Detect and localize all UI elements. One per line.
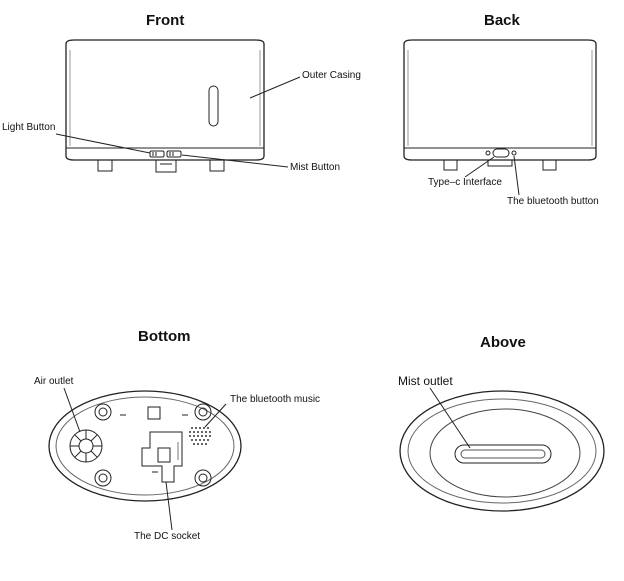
typec-interface-label: Type–c Interface <box>428 177 502 188</box>
air-outlet-vent <box>70 430 102 462</box>
mist-outlet-slot <box>455 445 551 463</box>
front-view-drawing <box>56 40 300 172</box>
front-right-foot <box>210 160 224 171</box>
dc-socket-recess <box>142 432 182 482</box>
bottom-view-drawing <box>49 388 241 530</box>
light-button-label: Light Button <box>2 122 56 133</box>
typec-port <box>493 149 509 157</box>
bluetooth-button-label: The bluetooth button <box>507 196 599 207</box>
mist-outlet-label: Mist outlet <box>398 374 453 388</box>
dc-socket-label: The DC socket <box>134 531 201 542</box>
center-square <box>148 407 160 419</box>
front-left-foot <box>98 160 112 171</box>
mist-button-label: Mist Button <box>290 162 341 173</box>
outer-casing-label: Outer Casing <box>302 70 361 81</box>
bluetooth-music-label: The bluetooth music <box>230 394 321 405</box>
above-view-title: Above <box>480 334 526 351</box>
dc-socket <box>158 448 170 462</box>
speaker-grille <box>189 427 211 445</box>
back-view-title: Back <box>484 12 520 29</box>
back-right-foot <box>543 160 556 170</box>
bottom-feet <box>95 404 211 486</box>
air-outlet-label: Air outlet <box>34 376 74 387</box>
back-indicator <box>486 151 490 155</box>
front-view-title: Front <box>146 12 185 29</box>
bottom-view-title: Bottom <box>138 328 191 345</box>
light-button <box>150 151 164 157</box>
back-left-foot <box>444 160 457 170</box>
front-light-window <box>209 86 218 126</box>
back-view-drawing <box>404 40 596 195</box>
bluetooth-button <box>512 151 516 155</box>
above-view-drawing <box>400 388 604 511</box>
mist-button <box>167 151 181 157</box>
